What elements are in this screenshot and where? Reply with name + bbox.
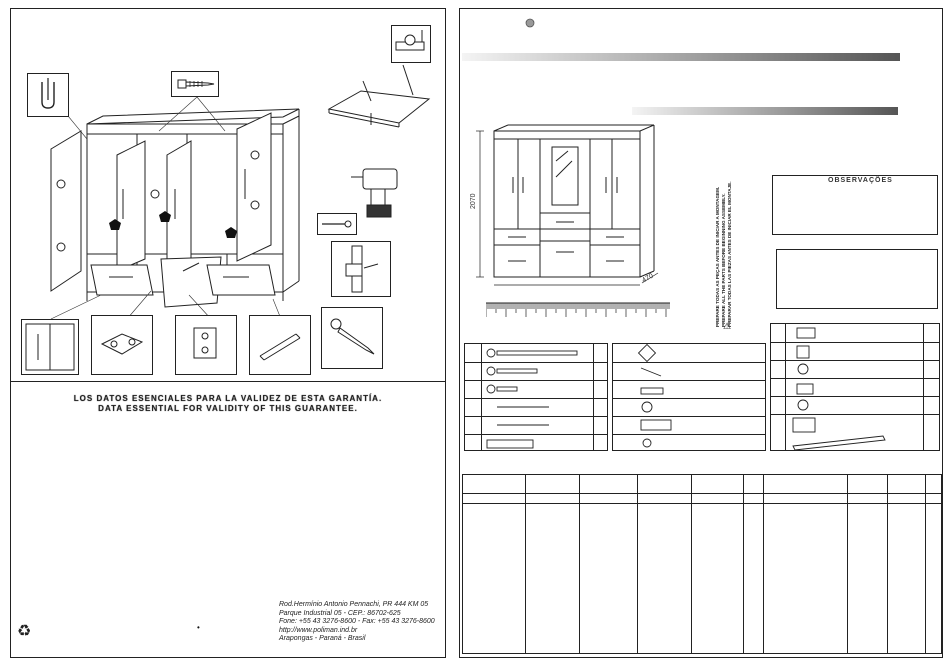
screw-detail-bottom — [321, 307, 383, 369]
observations-box — [772, 175, 938, 235]
drawer-slide-icon — [792, 327, 886, 451]
recycle-icon: ♻ — [17, 623, 32, 640]
hardware-table-2 — [612, 343, 766, 451]
hinge-icon — [41, 78, 55, 109]
dowel-icon — [395, 30, 425, 51]
right-page: 2070 470 PREPARE TODAS AS PEÇAS ANTES DE… — [459, 8, 943, 658]
ruler — [486, 302, 670, 317]
handle-icon — [259, 333, 301, 361]
screw-icon — [486, 348, 578, 449]
hinge-icon — [100, 333, 144, 355]
address-line: Arapongas - Paraná - Brasil — [279, 635, 366, 643]
assembly-notice-es: PREPARAR TODAS LAS PIEZAS ANTES DE INICI… — [727, 181, 732, 327]
height-dimension: 2070 — [470, 193, 477, 209]
handle-icon — [25, 323, 75, 371]
handle-position-detail — [21, 319, 79, 375]
hinge-cup-detail — [27, 73, 69, 117]
left-page-divider — [11, 381, 445, 382]
hinge-detail-1 — [91, 315, 153, 375]
assembly-illustration — [50, 64, 431, 320]
hardware-table-1 — [464, 343, 608, 451]
shelf-support-icon — [637, 344, 672, 448]
hinge-detail-2 — [175, 315, 237, 375]
hinge-mount-detail — [331, 241, 391, 297]
address-line: Parque Industrial 05 - CEP.: 86702-625 — [279, 609, 401, 617]
parts-table — [462, 474, 942, 654]
hinge-icon — [345, 245, 379, 293]
bullet-mark: • — [197, 623, 200, 632]
header-bar-mid — [632, 107, 898, 115]
screw-icon — [177, 79, 215, 89]
notes-box — [776, 249, 938, 309]
address-line: Rod.Hermínio Antonio Pennachi, PR 444 KM… — [279, 601, 429, 608]
cam-lock-detail — [391, 25, 431, 63]
guarantee-line-en: DATA ESSENTIAL FOR VALIDITY OF THIS GUAR… — [98, 404, 358, 413]
header-bar-top — [462, 53, 900, 61]
address-line: http://www.poliman.ind.br — [279, 626, 358, 634]
address-line: Fone: +55 43 3276-8600 - Fax: +55 43 327… — [279, 618, 435, 626]
hardware-table-3 — [770, 323, 940, 451]
company-address: Rod.Hermínio Antonio Pennachi, PR 444 KM… — [279, 601, 435, 644]
screw-icon — [330, 318, 375, 355]
observations-title: OBSERVAÇÕES — [828, 177, 893, 184]
screw-detail-top — [171, 71, 219, 97]
handle-detail — [249, 315, 311, 375]
wardrobe-front-view — [476, 124, 659, 286]
hinge-icon — [193, 327, 217, 359]
guarantee-line-es: LOS DATOS ESENCIALES PARA LA VALIDEZ DE … — [73, 394, 383, 403]
circle-marker — [525, 18, 535, 28]
assembly-notice: PREPARE TODAS AS PEÇAS ANTES DE INICIAR … — [715, 182, 733, 327]
left-page: LOS DATOS ESENCIALES PARA LA VALIDEZ DE … — [10, 8, 446, 658]
warning-icon: ⚠ — [723, 321, 732, 331]
connector-detail — [317, 213, 357, 235]
